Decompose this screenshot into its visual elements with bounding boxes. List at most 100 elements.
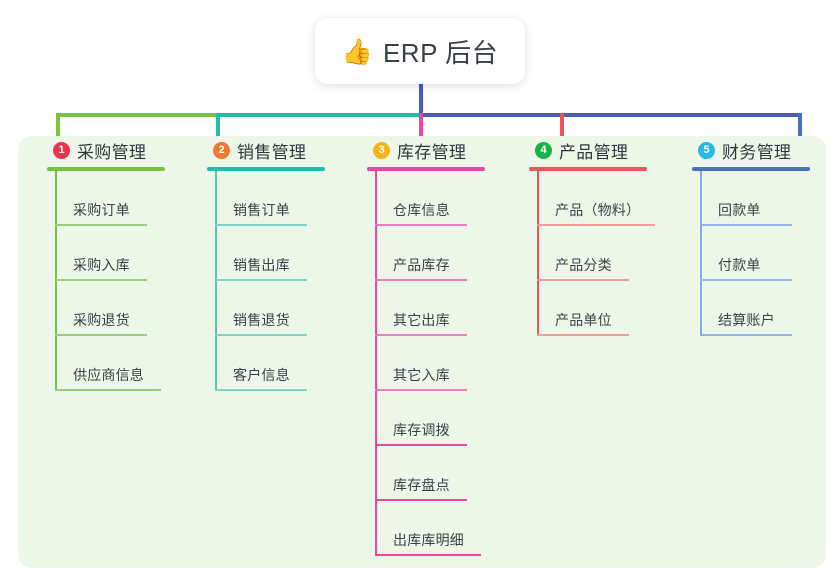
branch-header-4[interactable]: 4 产品管理 <box>527 136 687 164</box>
item-label: 销售出库 <box>233 257 290 273</box>
branch-rule-4 <box>529 167 647 171</box>
list-item[interactable]: 产品分类 <box>537 226 687 281</box>
item-label: 采购入库 <box>73 257 130 273</box>
branch-spine-2 <box>215 171 217 391</box>
list-item[interactable]: 其它出库 <box>375 281 525 336</box>
list-item[interactable]: 付款单 <box>700 226 839 281</box>
item-rule <box>700 224 792 226</box>
item-rule <box>215 224 307 226</box>
list-item[interactable]: 库存调拨 <box>375 391 525 446</box>
branch-header-1[interactable]: 1 采购管理 <box>45 136 205 164</box>
item-rule <box>700 279 792 281</box>
item-label: 客户信息 <box>233 367 290 383</box>
list-item[interactable]: 结算账户 <box>700 281 839 336</box>
item-rule <box>375 389 467 391</box>
branch-title-2: 销售管理 <box>237 142 307 162</box>
branch-column-2: 2 销售管理 销售订单 销售出库 销售退货 客户信息 <box>205 136 365 391</box>
list-item[interactable]: 产品（物料） <box>537 171 687 226</box>
thumbs-up-icon: 👍 <box>341 36 373 66</box>
list-item[interactable]: 产品库存 <box>375 226 525 281</box>
branch-header-5[interactable]: 5 财务管理 <box>690 136 839 164</box>
branch-items-2: 销售订单 销售出库 销售退货 客户信息 <box>215 171 365 391</box>
branch-rule-1 <box>47 167 165 171</box>
branch-column-1: 1 采购管理 采购订单 采购入库 采购退货 供应商信 <box>45 136 205 391</box>
item-rule <box>55 279 147 281</box>
branch-badge-5: 5 <box>698 141 715 159</box>
branch-badge-1: 1 <box>53 141 70 159</box>
list-item[interactable]: 销售退货 <box>215 281 365 336</box>
root-node-title: ERP 后台 <box>382 37 499 68</box>
item-label: 产品库存 <box>393 257 450 273</box>
branch-rule-5 <box>692 167 810 171</box>
branches-panel: 1 采购管理 采购订单 采购入库 采购退货 供应商信 <box>18 136 826 568</box>
item-label: 出库库明细 <box>393 532 464 548</box>
item-rule <box>537 224 655 226</box>
item-rule <box>215 279 307 281</box>
branch-rule-2 <box>207 167 325 171</box>
branch-column-5: 5 财务管理 回款单 付款单 结算账户 <box>690 136 839 336</box>
item-rule <box>215 334 307 336</box>
item-rule <box>55 224 147 226</box>
list-item[interactable]: 采购入库 <box>55 226 205 281</box>
list-item[interactable]: 销售出库 <box>215 226 365 281</box>
item-label: 采购退货 <box>73 312 130 328</box>
list-item[interactable]: 采购订单 <box>55 171 205 226</box>
branch-items-3: 仓库信息 产品库存 其它出库 其它入库 库存调拨 <box>375 171 525 556</box>
branch-rule-3 <box>367 167 485 171</box>
item-label: 其它出库 <box>393 312 450 328</box>
item-rule <box>55 334 147 336</box>
item-label: 产品单位 <box>555 312 612 328</box>
branch-spine-3 <box>375 171 377 556</box>
item-label: 库存调拨 <box>393 422 450 438</box>
branch-title-3: 库存管理 <box>397 142 467 162</box>
item-label: 销售订单 <box>233 202 290 218</box>
item-label: 采购订单 <box>73 202 130 218</box>
branch-column-4: 4 产品管理 产品（物料） 产品分类 产品单位 <box>527 136 687 336</box>
branch-items-5: 回款单 付款单 结算账户 <box>700 171 839 336</box>
branch-items-4: 产品（物料） 产品分类 产品单位 <box>537 171 687 336</box>
item-rule <box>537 279 629 281</box>
item-rule <box>375 499 467 501</box>
list-item[interactable]: 客户信息 <box>215 336 365 391</box>
item-rule <box>375 224 467 226</box>
item-rule <box>375 444 467 446</box>
branch-badge-2: 2 <box>213 141 230 159</box>
list-item[interactable]: 产品单位 <box>537 281 687 336</box>
branch-items-1: 采购订单 采购入库 采购退货 供应商信息 <box>55 171 205 391</box>
branch-spine-4 <box>537 171 539 336</box>
item-rule <box>537 334 629 336</box>
branch-badge-4: 4 <box>535 141 552 159</box>
list-item[interactable]: 其它入库 <box>375 336 525 391</box>
item-rule <box>215 389 307 391</box>
item-label: 供应商信息 <box>73 367 144 383</box>
item-label: 付款单 <box>718 257 761 273</box>
root-node-card[interactable]: 👍 ERP 后台 <box>315 18 525 84</box>
list-item[interactable]: 回款单 <box>700 171 839 226</box>
item-rule <box>375 334 467 336</box>
list-item[interactable]: 采购退货 <box>55 281 205 336</box>
item-label: 结算账户 <box>718 312 775 328</box>
list-item[interactable]: 仓库信息 <box>375 171 525 226</box>
item-label: 库存盘点 <box>393 477 450 493</box>
item-rule <box>375 554 481 556</box>
list-item[interactable]: 销售订单 <box>215 171 365 226</box>
list-item[interactable]: 库存盘点 <box>375 446 525 501</box>
item-label: 其它入库 <box>393 367 450 383</box>
item-label: 产品分类 <box>555 257 612 273</box>
branch-header-2[interactable]: 2 销售管理 <box>205 136 365 164</box>
branch-title-1: 采购管理 <box>77 142 147 162</box>
list-item[interactable]: 供应商信息 <box>55 336 205 391</box>
item-rule <box>375 279 467 281</box>
branch-spine-1 <box>55 171 57 391</box>
branch-title-4: 产品管理 <box>559 142 629 162</box>
item-rule <box>700 334 792 336</box>
list-item[interactable]: 出库库明细 <box>375 501 525 556</box>
branch-header-3[interactable]: 3 库存管理 <box>365 136 525 164</box>
branch-title-5: 财务管理 <box>722 142 792 162</box>
item-label: 回款单 <box>718 202 761 218</box>
item-label: 销售退货 <box>233 312 290 328</box>
branch-column-3: 3 库存管理 仓库信息 产品库存 其它出库 其它入库 <box>365 136 525 556</box>
item-label: 产品（物料） <box>555 202 641 218</box>
item-rule <box>55 389 161 391</box>
